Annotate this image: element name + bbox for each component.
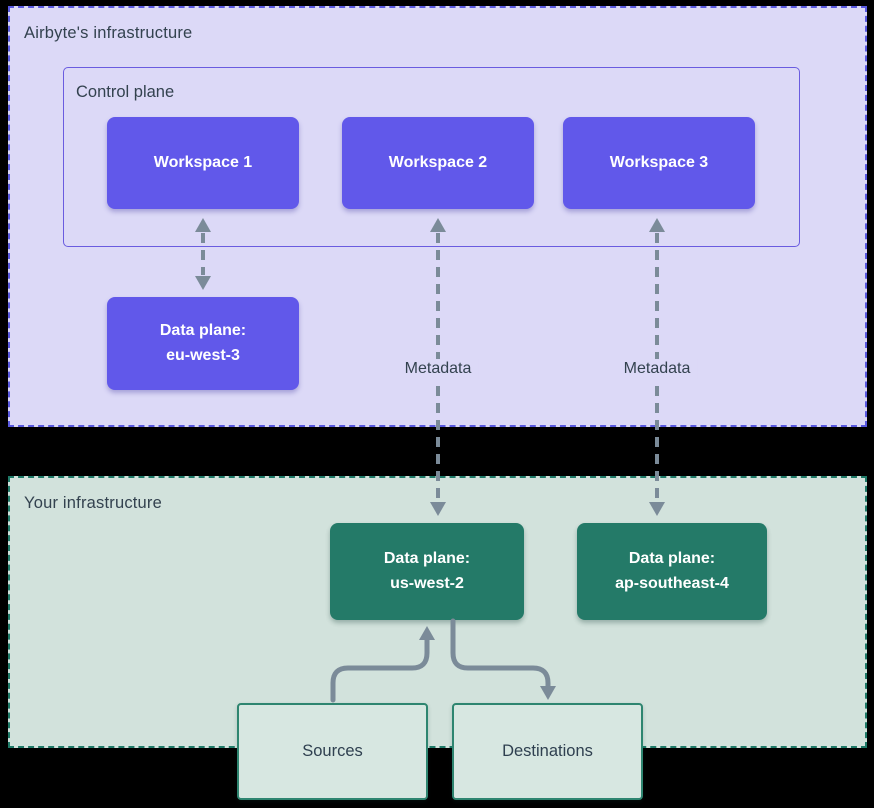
data-plane-ap-southeast-4-node: Data plane: ap-southeast-4 [577, 523, 767, 620]
workspace-1-label: Workspace 1 [153, 153, 253, 171]
data-plane-ap-southeast-4-label: Data plane: ap-southeast-4 [615, 547, 729, 597]
destinations-node: Destinations [452, 703, 643, 800]
destinations-label: Destinations [502, 741, 593, 760]
sources-node: Sources [237, 703, 428, 800]
control-plane-group: Control plane [63, 67, 800, 247]
workspace-2-node: Workspace 2 [342, 117, 534, 209]
workspace-3-label: Workspace 3 [609, 153, 709, 171]
data-plane-title: Data plane: [628, 549, 716, 567]
data-plane-title: Data plane: [383, 549, 471, 567]
workspace-1-node: Workspace 1 [107, 117, 299, 209]
metadata-label-2: Metadata [616, 359, 698, 379]
sources-label: Sources [302, 741, 363, 760]
data-plane-us-west-2-node: Data plane: us-west-2 [330, 523, 524, 620]
your-section-title: Your infrastructure [24, 494, 163, 512]
data-plane-eu-west-3-label: Data plane: eu-west-3 [160, 319, 246, 369]
workspace-2-label: Workspace 2 [388, 153, 488, 171]
metadata-label-1: Metadata [397, 359, 479, 379]
data-plane-eu-west-3-node: Data plane: eu-west-3 [107, 297, 299, 390]
control-plane-title: Control plane [76, 83, 175, 101]
workspace-3-node: Workspace 3 [563, 117, 755, 209]
data-plane-region: us-west-2 [390, 574, 464, 592]
data-plane-region: eu-west-3 [166, 346, 240, 364]
data-plane-us-west-2-label: Data plane: us-west-2 [384, 547, 470, 597]
airbyte-section-title: Airbyte's infrastructure [24, 24, 193, 42]
data-plane-title: Data plane: [159, 321, 247, 339]
data-plane-region: ap-southeast-4 [615, 574, 729, 592]
